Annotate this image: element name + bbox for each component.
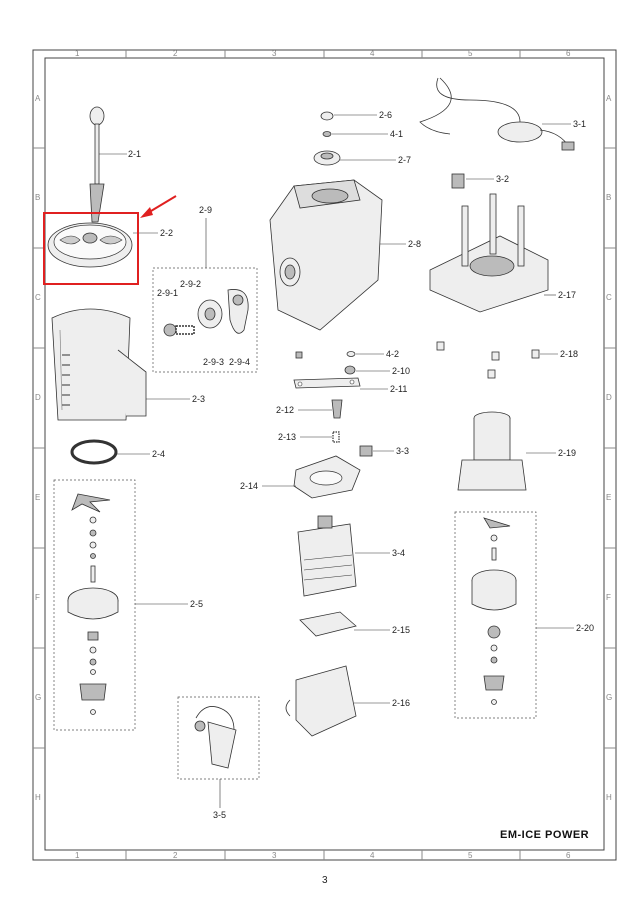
grid-col-2: 2 xyxy=(173,49,178,58)
grid-row-f-right: F xyxy=(606,593,611,602)
label-2-14: 2-14 xyxy=(240,481,258,491)
label-2-2: 2-2 xyxy=(160,228,173,238)
part-2-5-blade-assembly: 2-5 xyxy=(53,479,203,731)
part-2-4-gasket: 2-4 xyxy=(70,439,165,465)
label-2-18: 2-18 xyxy=(560,349,578,359)
label-2-1: 2-1 xyxy=(128,149,141,159)
label-2-6: 2-6 xyxy=(379,110,392,120)
label-2-10: 2-10 xyxy=(392,366,410,376)
part-2-13-spring: 2-13 xyxy=(278,431,340,443)
grid-col-3: 3 xyxy=(272,49,277,58)
grid-columns-top: 1 2 3 4 5 6 xyxy=(75,49,571,58)
label-4-2: 4-2 xyxy=(386,349,399,359)
part-3-5-switch-board: 3-5 xyxy=(177,696,260,820)
grid-row-d: D xyxy=(35,393,41,402)
part-2-6-cap: 2-6 xyxy=(320,110,392,121)
part-2-9-knob-group: 2-9 2-9-1 2-9-2 2-9-3 2-9-4 xyxy=(152,205,258,373)
grid-rows-left: A B C D E F G H xyxy=(33,94,45,802)
part-2-8-housing: 2-8 xyxy=(269,179,421,331)
label-2-3: 2-3 xyxy=(192,394,205,404)
part-2-7-coupler: 2-7 xyxy=(313,150,411,166)
label-2-8: 2-8 xyxy=(408,239,421,249)
part-2-14-motor-mount: 2-14 xyxy=(240,455,361,499)
grid-col-2-bottom: 2 xyxy=(173,851,178,860)
part-2-19-ice-attachment: 2-19 xyxy=(457,411,576,491)
part-2-18-feet: 2-18 xyxy=(436,341,578,379)
grid-col-6: 6 xyxy=(566,49,571,58)
label-2-16: 2-16 xyxy=(392,698,410,708)
page-number: 3 xyxy=(322,875,328,886)
grid-col-5: 5 xyxy=(468,49,473,58)
part-2-10-bushing: 2-10 xyxy=(344,365,410,376)
label-2-13: 2-13 xyxy=(278,432,296,442)
label-2-9-2: 2-9-2 xyxy=(180,279,201,289)
grid-row-e: E xyxy=(35,493,40,502)
part-3-4-motor: 3-4 xyxy=(297,515,405,597)
part-2-12-lever: 2-12 xyxy=(276,399,343,419)
grid-row-g-right: G xyxy=(606,693,612,702)
part-2-11-bracket: 2-11 xyxy=(293,377,407,394)
grid-row-e-right: E xyxy=(606,493,611,502)
label-2-7: 2-7 xyxy=(398,155,411,165)
part-3-2-switch: 3-2 xyxy=(451,173,509,189)
highlight-arrow xyxy=(140,195,177,218)
grid-columns-bottom: 1 2 3 4 5 6 xyxy=(75,850,571,860)
label-2-17: 2-17 xyxy=(558,290,576,300)
label-2-9: 2-9 xyxy=(199,205,212,215)
label-2-5: 2-5 xyxy=(190,599,203,609)
model-title: EM-ICE POWER xyxy=(500,829,589,841)
part-2-2-lid: 2-2 xyxy=(47,222,173,268)
grid-col-1-bottom: 1 xyxy=(75,851,80,860)
label-2-9-1: 2-9-1 xyxy=(157,288,178,298)
label-2-12: 2-12 xyxy=(276,405,294,415)
grid-col-4-bottom: 4 xyxy=(370,851,375,860)
label-3-4: 3-4 xyxy=(392,548,405,558)
part-2-1-tamper: 2-1 xyxy=(89,106,141,223)
outer-frame xyxy=(32,49,617,861)
grid-row-f: F xyxy=(35,593,40,602)
grid-row-d-right: D xyxy=(606,393,612,402)
part-2-17-base-frame: 2-17 xyxy=(429,193,576,313)
label-2-9-3: 2-9-3 xyxy=(203,357,224,367)
grid-rows-right: A B C D E F G H xyxy=(604,94,616,802)
grid-row-a-right: A xyxy=(606,94,612,103)
highlight-box xyxy=(43,212,139,285)
part-2-3-jar: 2-3 xyxy=(51,308,205,421)
grid-row-a: A xyxy=(35,94,41,103)
part-2-16-fan-cover: 2-16 xyxy=(285,665,410,737)
part-3-3-switch: 3-3 xyxy=(359,445,409,457)
grid-col-6-bottom: 6 xyxy=(566,851,571,860)
grid-col-1: 1 xyxy=(75,49,80,58)
part-3-1-power-cord: 3-1 xyxy=(419,77,586,151)
part-4-2-washer: 4-2 xyxy=(346,349,399,359)
part-small-nut xyxy=(295,351,303,359)
grid-row-c-right: C xyxy=(606,293,612,302)
grid-col-4: 4 xyxy=(370,49,375,58)
label-3-1: 3-1 xyxy=(573,119,586,129)
grid-col-5-bottom: 5 xyxy=(468,851,473,860)
grid-row-c: C xyxy=(35,293,41,302)
label-3-2: 3-2 xyxy=(496,174,509,184)
label-2-4: 2-4 xyxy=(152,449,165,459)
label-2-11: 2-11 xyxy=(390,384,407,394)
label-2-20: 2-20 xyxy=(576,623,594,633)
grid-row-h-right: H xyxy=(606,793,612,802)
grid-row-h: H xyxy=(35,793,41,802)
grid-row-b: B xyxy=(35,193,40,202)
grid-row-g: G xyxy=(35,693,41,702)
label-2-19: 2-19 xyxy=(558,448,576,458)
grid-col-3-bottom: 3 xyxy=(272,851,277,860)
part-2-15-ring: 2-15 xyxy=(299,611,410,637)
part-2-20-ice-blade-assembly: 2-20 xyxy=(454,511,594,719)
grid-row-b-right: B xyxy=(606,193,611,202)
label-4-1: 4-1 xyxy=(390,129,403,139)
part-4-1-washer: 4-1 xyxy=(322,129,403,139)
label-3-3: 3-3 xyxy=(396,446,409,456)
label-2-9-4: 2-9-4 xyxy=(229,357,250,367)
label-3-5: 3-5 xyxy=(213,810,226,820)
label-2-15: 2-15 xyxy=(392,625,410,635)
